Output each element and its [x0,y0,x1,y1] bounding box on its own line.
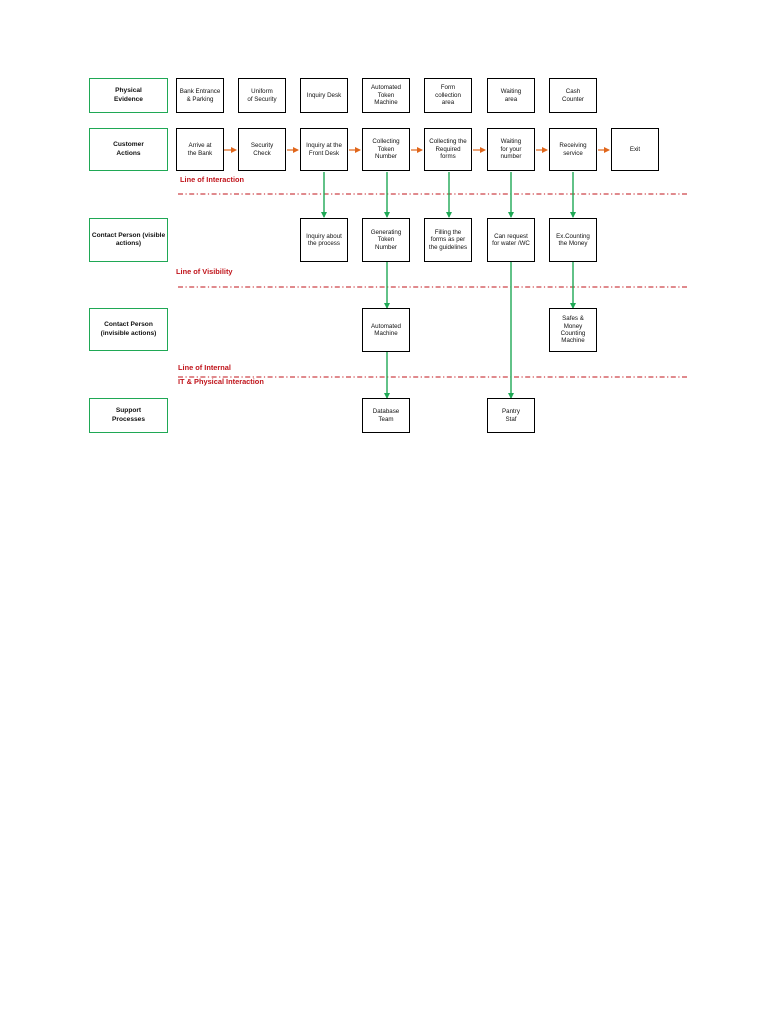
pe-form-area: Form collection area [424,78,472,113]
cv-generating-token: Generating Token Number [362,218,410,262]
cv-request-water: Can request for water /WC [487,218,535,262]
label-line-of-internal: Line of Internal [178,363,231,372]
ca-inquiry-front-desk: Inquiry at the Front Desk [300,128,348,171]
pe-cash-counter: Cash Counter [549,78,597,113]
ca-waiting-number: Waiting for your number [487,128,535,171]
pe-inquiry-desk: Inquiry Desk [300,78,348,113]
ca-receiving-service: Receiving service [549,128,597,171]
cv-inquiry-process: Inquiry about the process [300,218,348,262]
ca-arrive: Arrive at the Bank [176,128,224,171]
pe-token-machine: Automated Token Machine [362,78,410,113]
cv-filling-forms: Filling the forms as per the guidelines [424,218,472,262]
lane-customer-actions: Customer Actions [89,128,168,171]
sp-pantry-staff: Pantry Staf [487,398,535,433]
ca-collecting-forms: Collecting the Required forms [424,128,472,171]
lane-physical-evidence: Physical Evidence [89,78,168,113]
lane-support-processes: Support Processes [89,398,168,433]
lane-contact-visible: Contact Person (visible actions) [89,218,168,262]
ca-exit: Exit [611,128,659,171]
pe-uniform-security: Uniform of Security [238,78,286,113]
label-line-of-visibility: Line of Visibility [176,267,233,276]
pe-bank-entrance: Bank Entrance & Parking [176,78,224,113]
ca-collecting-token: Collecting Token Number [362,128,410,171]
sp-database-team: Database Team [362,398,410,433]
cv-counting-money: Ex.Counting the Money [549,218,597,262]
label-line-of-interaction: Line of Interaction [180,175,245,184]
label-it-physical-interaction: IT & Physical Interaction [178,377,264,386]
ci-automated-machine: Automated Machine [362,308,410,352]
ci-safes-counting-machine: Safes & Money Counting Machine [549,308,597,352]
pe-waiting-area: Waiting area [487,78,535,113]
ca-security-check: Security Check [238,128,286,171]
lane-contact-invisible: Contact Person (invisible actions) [89,308,168,351]
